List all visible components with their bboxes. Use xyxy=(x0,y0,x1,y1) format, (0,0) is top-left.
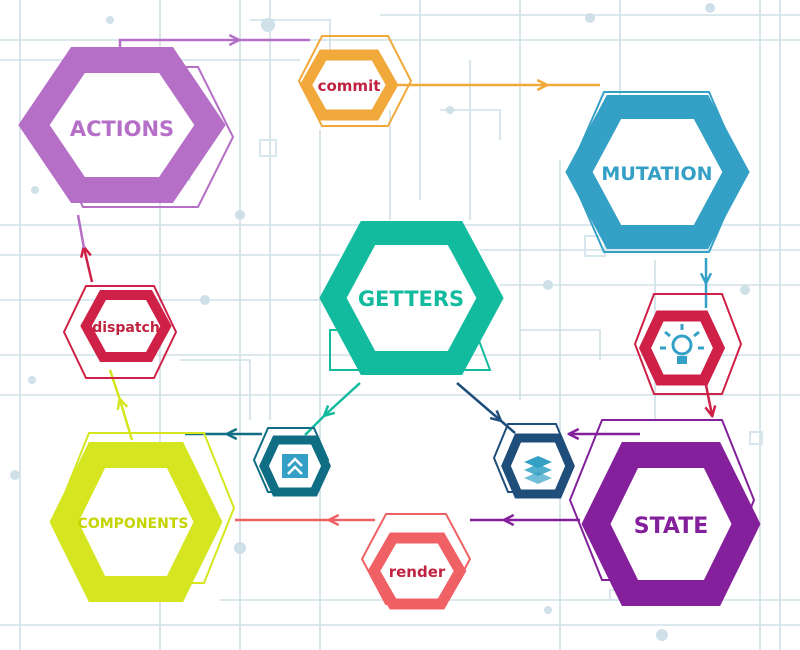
node-state: STATE xyxy=(568,419,761,606)
node-label-actions: ACTIONS xyxy=(70,117,174,141)
node-getters: GETTERS xyxy=(319,221,504,375)
arrow-dispatch-to-actions xyxy=(84,248,94,283)
node-actions: ACTIONS xyxy=(18,47,235,208)
arrow-icon-to-state xyxy=(706,384,712,415)
node-commit: commit xyxy=(297,35,413,127)
node-label-components: COMPONENTS xyxy=(78,516,189,532)
node-render: render xyxy=(360,513,472,610)
node-label-mutation: MUTATION xyxy=(601,163,712,185)
node-label-commit: commit xyxy=(318,77,381,95)
flow-connectors xyxy=(76,40,712,520)
connector-components-dispatch xyxy=(108,369,122,401)
node-label-getters: GETTERS xyxy=(358,287,464,311)
connector-getters-chevron xyxy=(304,414,326,436)
double-chevron-up-icon xyxy=(252,427,331,497)
connector-dispatch-actions xyxy=(76,214,86,249)
arrow-layers-from-getters xyxy=(456,382,500,420)
node-dispatch: dispatch xyxy=(62,285,178,379)
node-label-render: render xyxy=(389,563,446,581)
arrow-getters-to-chevron xyxy=(325,382,361,415)
node-mutation: MUTATION xyxy=(565,91,750,253)
node-components: COMPONENTS xyxy=(49,432,236,602)
lightbulb-icon xyxy=(633,293,743,395)
layers-icon xyxy=(492,423,575,499)
node-label-dispatch: dispatch xyxy=(92,320,160,336)
node-label-state: STATE xyxy=(634,514,709,539)
